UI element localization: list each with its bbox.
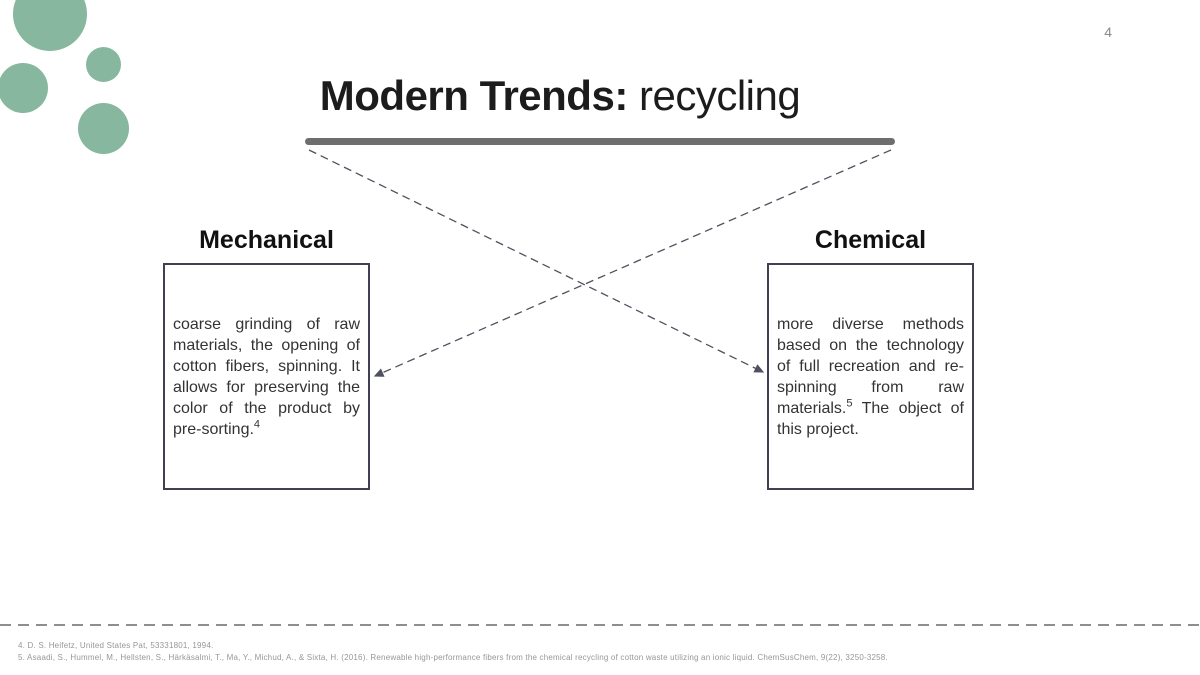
reference-item: 5. Asaadi, S., Hummel, M., Hellsten, S.,… (18, 653, 888, 662)
decorative-circle-icon (13, 0, 87, 51)
decorative-circle-icon (0, 63, 48, 113)
arrow-bar-to-chemical (308, 149, 765, 373)
reference-item: 4. D. S. Heifetz, United States Pat, 533… (18, 641, 214, 650)
mechanical-body-text: coarse grinding of raw materials, the op… (173, 314, 360, 440)
chemical-body-after: The object of this project. (777, 399, 964, 438)
slide-title-regular: recycling (627, 72, 801, 119)
decorative-circle-icon (78, 103, 129, 154)
mechanical-box: coarse grinding of raw materials, the op… (163, 263, 370, 490)
chemical-box: more diverse methods based on the techno… (767, 263, 974, 490)
chemical-body-text: more diverse methods based on the techno… (777, 314, 964, 440)
footnote-marker: 4 (253, 418, 261, 431)
mechanical-group: Mechanical coarse grinding of raw materi… (163, 226, 370, 490)
mechanical-body: coarse grinding of raw materials, the op… (173, 315, 360, 438)
title-underline-bar (305, 138, 895, 145)
chemical-body: more diverse methods based on the techno… (777, 315, 964, 417)
slide-title: Modern Trends: recycling (0, 72, 1120, 120)
chemical-group: Chemical more diverse methods based on t… (767, 226, 974, 490)
page-number: 4 (1104, 24, 1112, 40)
footer-references: 4. D. S. Heifetz, United States Pat, 533… (18, 640, 1190, 664)
slide-title-bold: Modern Trends: (319, 72, 629, 119)
footnote-marker: 5 (846, 397, 853, 410)
decorative-circle-icon (86, 47, 121, 82)
mechanical-heading: Mechanical (199, 226, 334, 254)
chemical-heading: Chemical (814, 226, 927, 254)
